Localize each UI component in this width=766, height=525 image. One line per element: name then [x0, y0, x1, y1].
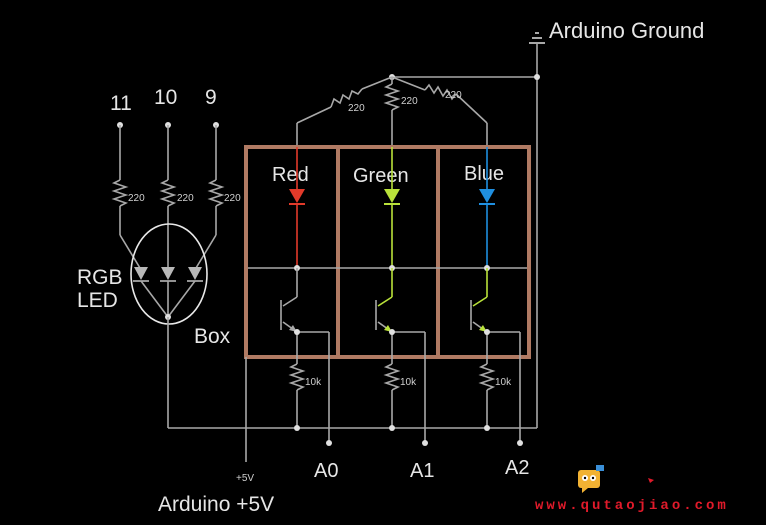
rgb-label-line1: RGB — [77, 266, 123, 289]
transistor-green — [375, 268, 393, 333]
pin-9-label: 9 — [205, 86, 217, 109]
plus5v-small-label: +5V — [236, 473, 254, 484]
top-resistor-right — [391, 76, 488, 147]
resistor-10k-2-value: 10k — [400, 377, 417, 388]
transistor-blue — [470, 268, 488, 333]
green-label: Green — [353, 165, 409, 187]
rgb-label-line2: LED — [77, 289, 118, 312]
a1-label: A1 — [410, 460, 434, 482]
top-resistor-right-value: 220 — [445, 90, 462, 101]
watermark-logo — [578, 465, 654, 493]
pin-11-label: 11 — [110, 92, 132, 115]
resistor-10k-3 — [478, 363, 496, 428]
top-resistor-left — [296, 76, 393, 147]
ground-label: Arduino Ground — [549, 18, 704, 43]
pin-9-resistor — [195, 122, 225, 269]
pin-11-resistor — [111, 122, 141, 269]
box-outline — [244, 145, 531, 359]
pin-10-resistor — [159, 122, 177, 268]
top-resistor-left-value: 220 — [348, 103, 365, 114]
pin-10-resistor-value: 220 — [177, 193, 194, 204]
ground-symbol — [529, 32, 545, 77]
pin-11-resistor-value: 220 — [128, 193, 145, 204]
red-led — [289, 147, 305, 271]
resistor-10k-1-value: 10k — [305, 377, 322, 388]
transistor-red — [280, 268, 298, 333]
plus5v-label: Arduino +5V — [158, 493, 274, 516]
a0-label: A0 — [314, 460, 338, 482]
red-label: Red — [272, 164, 309, 186]
a2-label: A2 — [505, 457, 529, 479]
green-led — [384, 147, 400, 271]
resistor-10k-2 — [383, 363, 401, 428]
resistor-10k-3-value: 10k — [495, 377, 512, 388]
top-resistor-mid — [383, 77, 401, 147]
resistor-10k-1 — [288, 363, 306, 428]
box-label: Box — [194, 325, 231, 348]
watermark-text: www.qutaojiao.com — [535, 498, 729, 514]
blue-label: Blue — [464, 163, 504, 185]
pin-9-resistor-value: 220 — [224, 193, 241, 204]
top-resistor-mid-value: 220 — [401, 96, 418, 107]
pin-10-label: 10 — [154, 86, 177, 109]
rgb-led — [130, 223, 208, 428]
